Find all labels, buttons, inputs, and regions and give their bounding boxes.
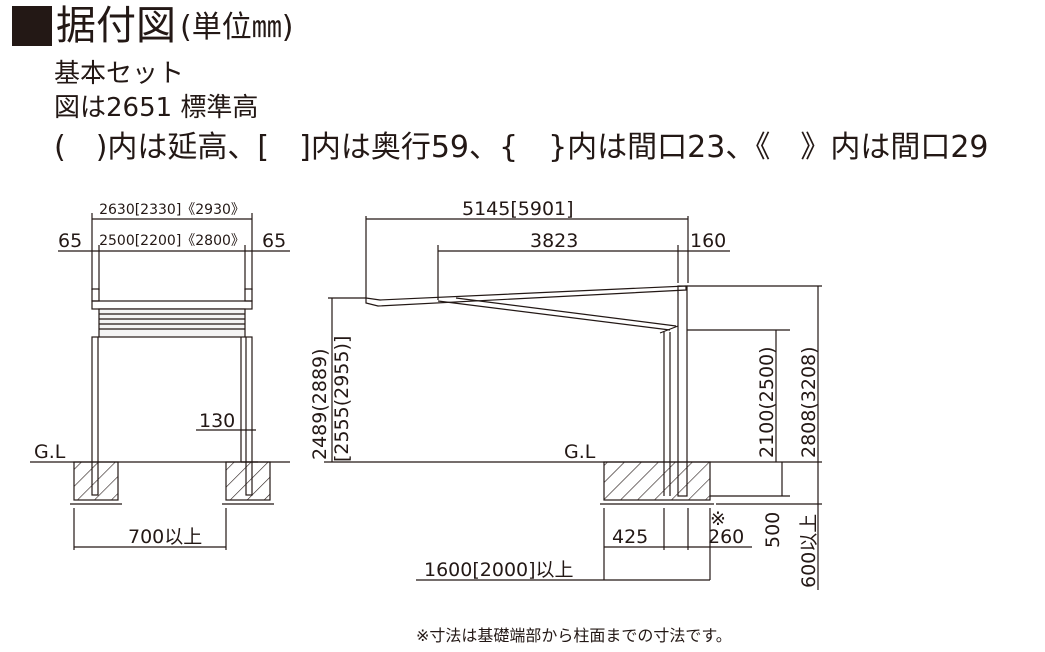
side-foundation-offset: 425: [612, 526, 648, 548]
side-min-clearance: 1600[2000]以上: [424, 559, 574, 581]
front-left-cap: [91, 288, 100, 302]
front-top-width: 2630[2330]《2930》: [99, 202, 245, 218]
note-bracket-legend: ( )内は延高、[ ]内は奥行59、{ }内は間口23、《 》内は間口29: [54, 130, 989, 165]
header: 据付図 (単位㎜): [12, 2, 293, 50]
side-roof-arm: [437, 300, 671, 331]
header-square-icon: [12, 6, 52, 46]
front-right-cap: [244, 288, 253, 302]
side-arm-joint: [659, 325, 679, 334]
side-foundation: [603, 461, 711, 501]
side-gl-label: G.L: [564, 441, 596, 463]
front-gl-label: G.L: [34, 441, 66, 463]
side-roof-panel: [365, 285, 687, 307]
page-title: 据付図: [56, 3, 176, 49]
unit-label: (単位㎜): [180, 10, 294, 45]
front-view: [30, 213, 290, 550]
side-eave-height-alt: [2555(2955)]: [331, 336, 353, 462]
side-post-width: 160: [690, 230, 726, 252]
front-left-margin: 65: [58, 230, 82, 252]
footnote: ※寸法は基礎端部から柱面までの寸法です。: [416, 626, 732, 645]
side-total-depth: 5145[5901]: [462, 198, 574, 220]
front-right-foundation: [225, 461, 271, 501]
side-total-height: 2808(3208): [798, 346, 820, 458]
note-figure-model: 図は2651 標準高: [54, 93, 259, 123]
side-min-foundation: 600以上: [798, 514, 820, 588]
side-note-mark: ※: [710, 508, 726, 530]
side-view: [324, 216, 822, 590]
side-foundation-depth: 500: [762, 512, 784, 548]
note-basic-set: 基本セット: [54, 59, 185, 89]
front-beam: [91, 300, 253, 310]
side-foundation-width: 260: [708, 526, 744, 548]
side-roof-depth: 3823: [530, 230, 578, 252]
front-beam-label: 130: [199, 410, 235, 432]
side-eave-height: 2489(2889): [309, 348, 331, 460]
front-left-foundation: [73, 461, 119, 501]
side-roof-arm-inner: [455, 297, 677, 327]
side-beam-height: 2100(2500): [756, 346, 778, 458]
front-right-margin: 65: [262, 230, 286, 252]
front-inner-width: 2500[2200]《2800》: [99, 233, 245, 249]
front-min-spacing: 700以上: [128, 526, 202, 548]
front-roof-panel: [98, 308, 246, 338]
